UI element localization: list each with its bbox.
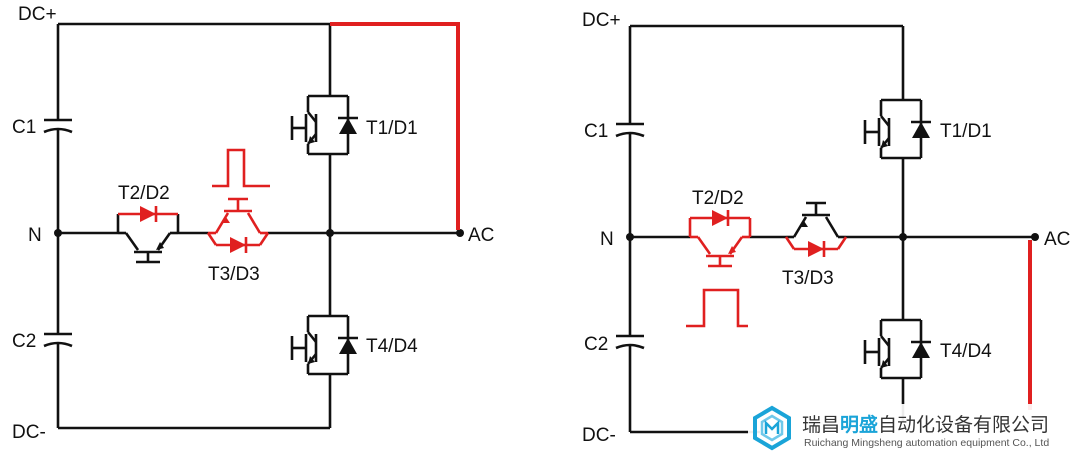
svg-text:瑞昌明盛自动化设备有限公司: 瑞昌明盛自动化设备有限公司 [802,413,1049,436]
right-t3-label: T3/D3 [782,268,834,289]
right-n-label: N [600,229,614,250]
left-circuit: DC+ C1 N C2 DC- AC T1/D1 T2/D2 T3/D3 T4/… [12,4,494,443]
logo-cn-part1: 瑞昌 [802,414,840,436]
right-t4-label: T4/D4 [940,341,992,362]
right-c2-label: C2 [584,334,608,355]
right-circuit: DC+ C1 N C2 DC- AC T1/D1 T2/D2 T3/D3 T4/… [582,10,1070,446]
left-c2-label: C2 [12,331,36,352]
right-dc-plus-label: DC+ [582,10,621,31]
left-ac-label: AC [468,225,494,246]
right-t1-label: T1/D1 [940,121,992,142]
left-n-label: N [28,225,42,246]
company-logo: 瑞昌明盛自动化设备有限公司 Ruichang Mingsheng automat… [748,404,1080,453]
left-t3-label: T3/D3 [208,264,260,285]
logo-en-text: Ruichang Mingsheng automation equipment … [804,437,1049,449]
right-ac-label: AC [1044,229,1070,250]
logo-cn-highlight: 明盛 [840,413,878,436]
left-t2-label: T2/D2 [118,183,170,204]
left-dc-plus-label: DC+ [18,4,57,25]
left-c1-label: C1 [12,117,36,138]
right-dc-minus-label: DC- [582,425,616,446]
hexagon-logo-icon [753,405,791,451]
right-c1-label: C1 [584,121,608,142]
right-t2-label: T2/D2 [692,188,744,209]
logo-cn-part2: 自动化设备有限公司 [878,414,1049,436]
left-t1-label: T1/D1 [366,118,418,139]
left-dc-minus-label: DC- [12,422,46,443]
left-t4-label: T4/D4 [366,336,418,357]
